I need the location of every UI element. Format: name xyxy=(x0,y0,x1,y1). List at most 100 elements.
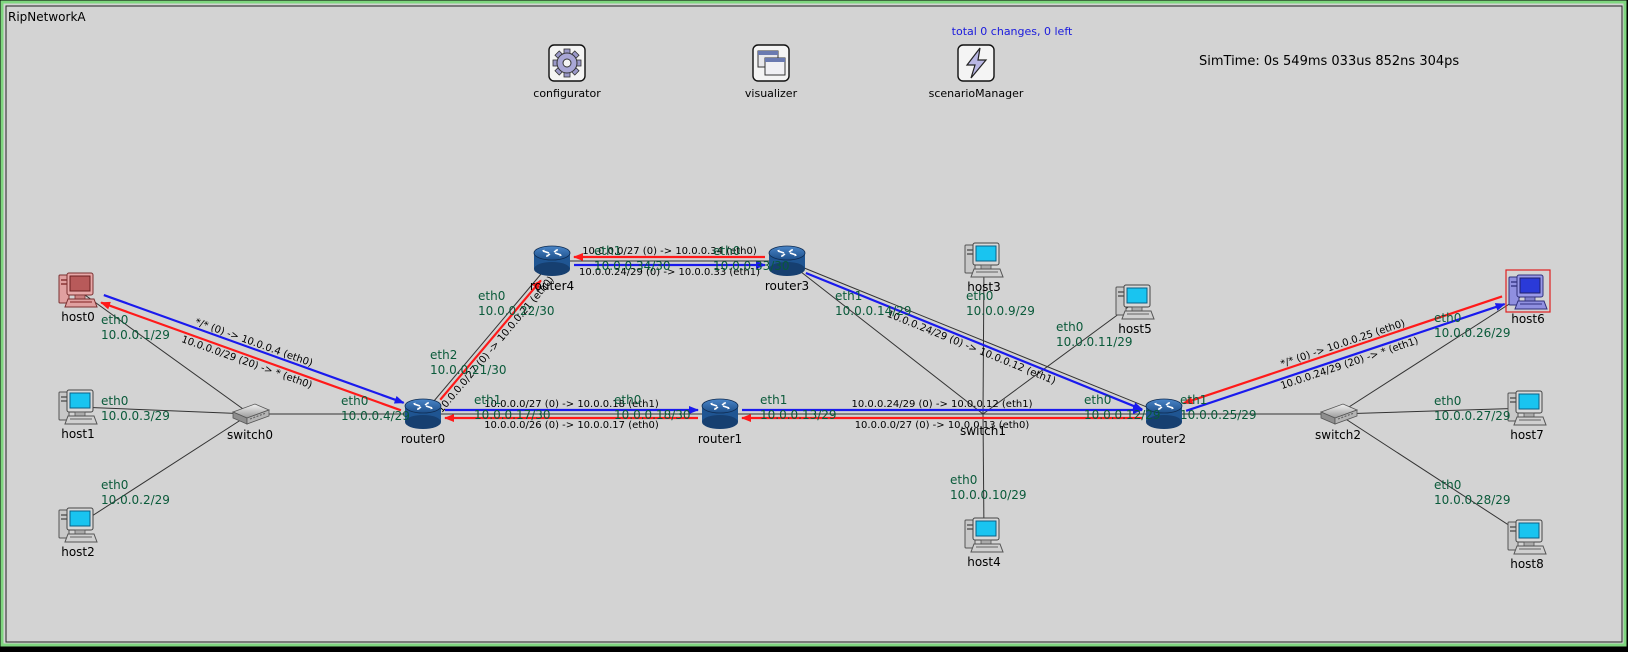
interface-name: eth0 xyxy=(1434,311,1461,325)
interface-name: eth1 xyxy=(835,289,862,303)
interface-address: 10.0.0.3/29 xyxy=(101,409,170,423)
node-host7[interactable]: host7 xyxy=(1507,390,1547,442)
lightning-icon xyxy=(965,47,988,79)
node-router3[interactable]: router3 xyxy=(765,245,809,293)
interface-name: eth1 xyxy=(1180,393,1207,407)
host-icon xyxy=(1508,274,1548,310)
interface-name: eth0 xyxy=(950,473,977,487)
host-icon xyxy=(58,389,98,425)
router-icon xyxy=(533,245,571,277)
route-arrow-2[interactable] xyxy=(439,279,542,401)
node-host3[interactable]: host3 xyxy=(964,242,1004,294)
route-arrow-1[interactable] xyxy=(103,293,405,404)
node-label: host6 xyxy=(1511,312,1545,326)
node-host2[interactable]: host2 xyxy=(58,507,98,559)
module-configurator[interactable]: configurator xyxy=(533,44,601,100)
node-host0[interactable]: host0 xyxy=(58,272,98,324)
route-label: 10.0.0.0/27 (0) -> 10.0.0.18 (eth1) xyxy=(484,399,659,410)
node-host4[interactable]: host4 xyxy=(964,517,1004,569)
node-switch0[interactable]: switch0 xyxy=(227,403,273,442)
simtime-readout: SimTime: 0s 549ms 033us 852ns 304ps xyxy=(1199,54,1459,69)
interface-name: eth0 xyxy=(713,244,740,258)
host-icon xyxy=(58,507,98,543)
node-label: host1 xyxy=(61,427,95,441)
host-icon xyxy=(1507,390,1547,426)
interface-address: 10.0.0.4/29 xyxy=(341,409,410,423)
node-label: host2 xyxy=(61,545,95,559)
module-label: scenarioManager xyxy=(929,87,1024,100)
link-switch2-host8 xyxy=(1337,413,1528,538)
interface-name: eth0 xyxy=(614,393,641,407)
link-host1-switch0 xyxy=(77,406,251,415)
node-host6[interactable]: host6 xyxy=(1505,269,1551,326)
route-arrow-10[interactable] xyxy=(1182,295,1503,405)
module-scenarioManager[interactable]: scenarioManager xyxy=(929,44,1024,100)
node-label: switch2 xyxy=(1315,428,1361,442)
interface-name: eth0 xyxy=(478,289,505,303)
selection-box xyxy=(1505,269,1551,313)
route-arrow-5[interactable] xyxy=(805,271,1144,411)
scenario-changes-text: total 0 changes, 0 left xyxy=(952,25,1073,38)
node-host8[interactable]: host8 xyxy=(1507,519,1547,571)
interface-address: 10.0.0.22/30 xyxy=(478,304,555,318)
interface-address: 10.0.0.25/29 xyxy=(1180,408,1257,422)
host-icon xyxy=(1115,284,1155,320)
route-arrow-0[interactable] xyxy=(100,301,402,412)
interface-address: 10.0.0.18/30 xyxy=(614,408,691,422)
interface-name: eth0 xyxy=(1434,478,1461,492)
interface-address: 10.0.0.9/29 xyxy=(966,304,1035,318)
interface-address: 10.0.0.34/30 xyxy=(594,259,671,273)
node-host1[interactable]: host1 xyxy=(58,389,98,441)
node-label: host5 xyxy=(1118,322,1152,336)
node-switch1[interactable]: switch1 xyxy=(960,424,1006,438)
node-host5[interactable]: host5 xyxy=(1115,284,1155,336)
interface-address: 10.0.0.26/29 xyxy=(1434,326,1511,340)
node-switch2[interactable]: switch2 xyxy=(1315,403,1361,442)
interface-name: eth2 xyxy=(430,348,457,362)
route-arrow-11[interactable] xyxy=(1185,303,1506,412)
interface-address: 10.0.0.28/29 xyxy=(1434,493,1511,507)
node-router2[interactable]: router2 xyxy=(1142,398,1186,446)
node-label: router0 xyxy=(401,432,445,446)
node-label: router1 xyxy=(698,432,742,446)
node-router1[interactable]: router1 xyxy=(698,398,742,446)
link-router0-router4 xyxy=(422,260,553,415)
interface-address: 10.0.0.21/30 xyxy=(430,363,507,377)
node-label: host8 xyxy=(1510,557,1544,571)
module-label: visualizer xyxy=(745,87,798,100)
network-name: RipNetworkA xyxy=(8,10,86,24)
node-label: host0 xyxy=(61,310,95,324)
nodes-layer: host0 host1 host2 switch0 router0 router4 rout… xyxy=(58,242,1551,571)
interface-name: eth0 xyxy=(966,289,993,303)
node-label: router2 xyxy=(1142,432,1186,446)
node-label: host7 xyxy=(1510,428,1544,442)
host-icon xyxy=(1507,519,1547,555)
link-host4-switch1 xyxy=(982,413,985,536)
module-visualizer[interactable]: visualizer xyxy=(745,44,798,100)
interface-address: 10.0.0.14/29 xyxy=(835,304,912,318)
node-router4[interactable]: router4 xyxy=(530,245,574,293)
route-label: 10.0.0.24/29 (0) -> 10.0.0.12 (eth1) xyxy=(852,399,1033,410)
router-icon xyxy=(404,398,442,430)
interface-name: eth0 xyxy=(1084,393,1111,407)
interface-name: eth0 xyxy=(101,394,128,408)
interface-address: 10.0.0.33/30 xyxy=(713,259,790,273)
node-router0[interactable]: router0 xyxy=(401,398,445,446)
interface-address: 10.0.0.10/29 xyxy=(950,488,1027,502)
interface-name: eth0 xyxy=(101,478,128,492)
interface-name: eth0 xyxy=(101,313,128,327)
router-icon xyxy=(701,398,739,430)
interface-address: 10.0.0.2/29 xyxy=(101,493,170,507)
